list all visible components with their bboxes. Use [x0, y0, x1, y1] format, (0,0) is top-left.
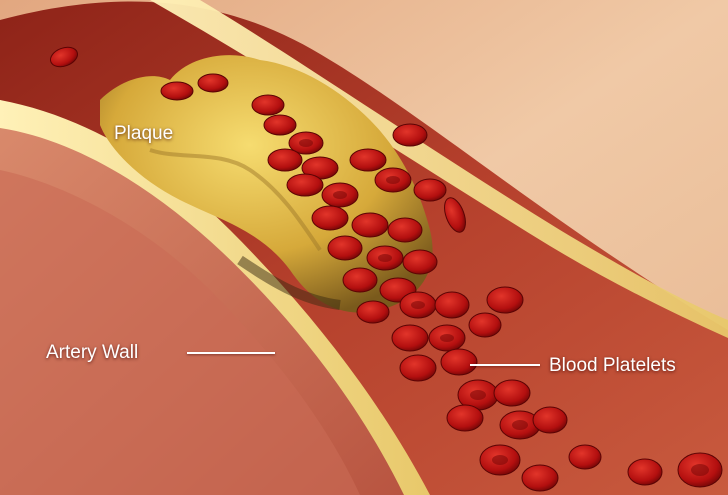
blood-platelets-leader-line: [470, 364, 540, 366]
artery-wall-leader-line: [187, 352, 275, 354]
plaque-label: Plaque: [114, 123, 174, 144]
artery-wall-label: Artery Wall: [46, 342, 139, 363]
blood-platelets-label: Blood Platelets: [549, 355, 676, 376]
